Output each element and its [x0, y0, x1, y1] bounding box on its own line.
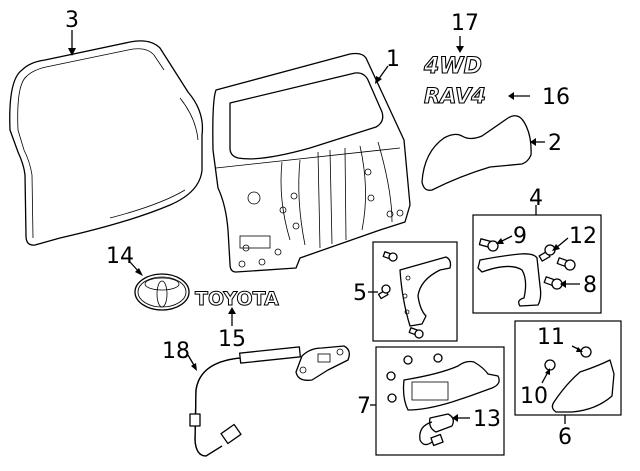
4wd-nameplate-text: 4WD: [423, 54, 482, 79]
toyota-emblem-part[interactable]: [134, 273, 190, 311]
bolt-9[interactable]: [478, 238, 499, 252]
license-lamp-part[interactable]: [419, 413, 454, 447]
bolt-5c[interactable]: [408, 327, 424, 339]
callout-labels: 3 1 17 16 2 4 9 12 8 5 7 13 11 10 6 14 1…: [65, 8, 597, 450]
liftgate-part[interactable]: [212, 52, 411, 273]
rav4-nameplate-part[interactable]: RAV4: [423, 83, 486, 108]
bolt-7d[interactable]: [387, 393, 397, 403]
callout-14: 14: [106, 244, 134, 269]
callout-18: 18: [162, 339, 190, 364]
bolt-unlabeled-4[interactable]: [556, 257, 576, 271]
callout-15: 15: [218, 327, 246, 352]
bolt-5b[interactable]: [377, 284, 391, 300]
4wd-nameplate-part[interactable]: 4WD: [422, 53, 482, 79]
camera-harness-part[interactable]: [189, 345, 350, 457]
bolt-12[interactable]: [538, 244, 556, 262]
leader-lines: [68, 30, 583, 422]
toyota-nameplate-text: TOYOTA: [195, 288, 279, 310]
weatherstrip-part[interactable]: [9, 40, 204, 246]
callout-16: 16: [542, 85, 570, 110]
callout-10: 10: [520, 384, 548, 409]
callout-8: 8: [583, 273, 597, 298]
license-lamp-housing-part[interactable]: [402, 360, 500, 411]
callout-5: 5: [353, 281, 367, 306]
callout-1: 1: [386, 47, 400, 72]
lower-bracket-part[interactable]: [551, 359, 615, 413]
callout-11: 11: [537, 325, 565, 350]
bolt-7a[interactable]: [403, 355, 413, 365]
callout-6: 6: [558, 425, 572, 450]
callout-17: 17: [451, 11, 479, 36]
callout-12: 12: [569, 224, 597, 249]
bolt-8[interactable]: [543, 276, 563, 290]
bolt-7b[interactable]: [433, 353, 443, 363]
callout-2: 2: [548, 131, 562, 156]
toyota-nameplate-part[interactable]: TOYOTA: [195, 288, 280, 311]
rav4-nameplate-text: RAV4: [424, 84, 486, 108]
bolt-5a[interactable]: [382, 251, 398, 262]
callout-7: 7: [357, 394, 371, 419]
side-bracket-part[interactable]: [399, 256, 452, 327]
callout-9: 9: [513, 224, 527, 249]
callout-4: 4: [529, 186, 543, 211]
hinge-reinforcement-part[interactable]: [477, 253, 542, 307]
insulator-pad-part[interactable]: [421, 115, 532, 191]
bolt-7c[interactable]: [386, 371, 396, 381]
callout-13: 13: [473, 407, 501, 432]
callout-3: 3: [65, 8, 79, 33]
